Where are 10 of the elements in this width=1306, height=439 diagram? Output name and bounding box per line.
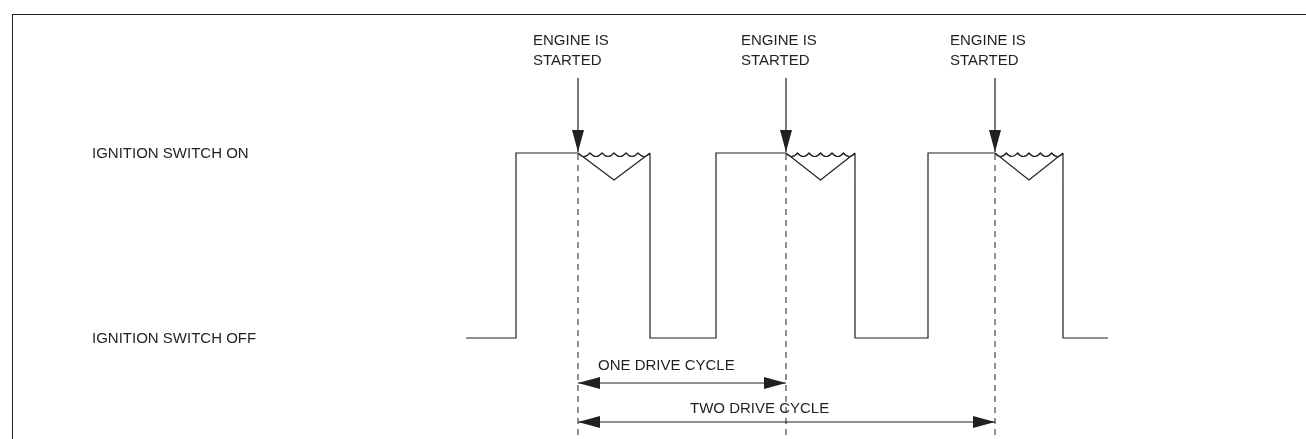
arrow	[572, 77, 584, 153]
dimension-label: TWO DRIVE CYCLE	[690, 398, 830, 418]
annotation-text: ENGINE IS STARTED	[533, 30, 633, 70]
signal-label: IGNITION SWITCH ON	[92, 143, 249, 163]
annotation-text: ENGINE IS STARTED	[950, 30, 1050, 70]
signal-label: IGNITION SWITCH OFF	[92, 328, 257, 348]
arrow	[780, 77, 792, 153]
annotation-text: ENGINE IS STARTED	[741, 30, 841, 70]
arrow	[989, 77, 1001, 153]
dimension-label: ONE DRIVE CYCLE	[598, 355, 735, 375]
